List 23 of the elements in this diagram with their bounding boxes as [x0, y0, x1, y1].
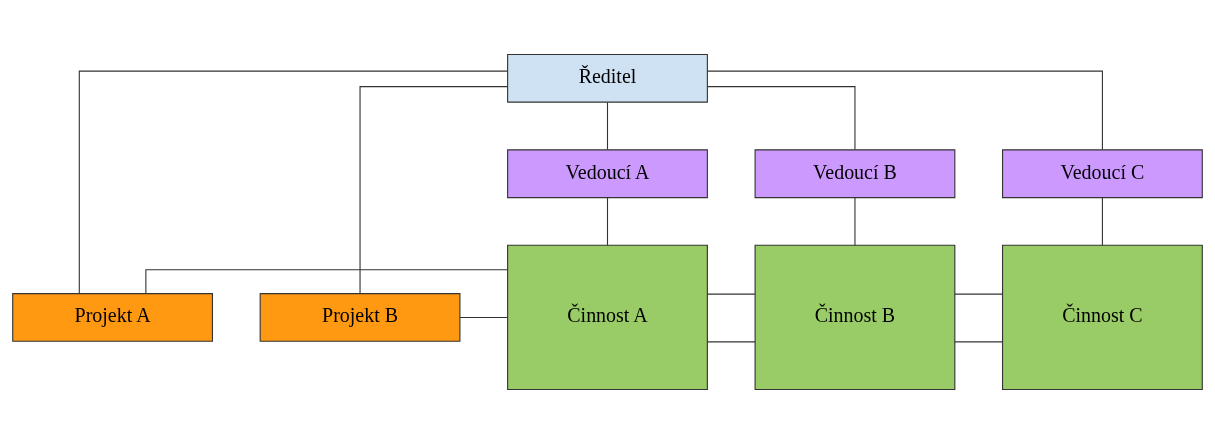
connector	[706, 85, 856, 150]
node-box: Vedoucí A	[507, 148, 708, 198]
connector	[606, 101, 609, 150]
node-box: Ředitel	[507, 53, 708, 103]
node-box: Vedoucí B	[754, 148, 956, 198]
node-box: Vedoucí C	[1002, 148, 1203, 198]
connector	[78, 70, 509, 294]
connector	[359, 85, 509, 294]
connector	[954, 293, 1004, 295]
connector	[854, 196, 856, 246]
node-box: Činnost C	[1002, 244, 1203, 390]
connector	[145, 268, 509, 294]
node-box: Projekt A	[12, 292, 213, 342]
node-box: Činnost B	[754, 244, 956, 390]
node-box: Činnost A	[507, 244, 708, 390]
connector	[1101, 196, 1103, 246]
node-box: Projekt B	[259, 292, 461, 342]
connector	[706, 293, 756, 295]
connector	[459, 316, 509, 318]
connector	[954, 340, 1004, 342]
connector	[706, 340, 756, 342]
connector	[707, 70, 1103, 150]
connector	[606, 196, 609, 246]
